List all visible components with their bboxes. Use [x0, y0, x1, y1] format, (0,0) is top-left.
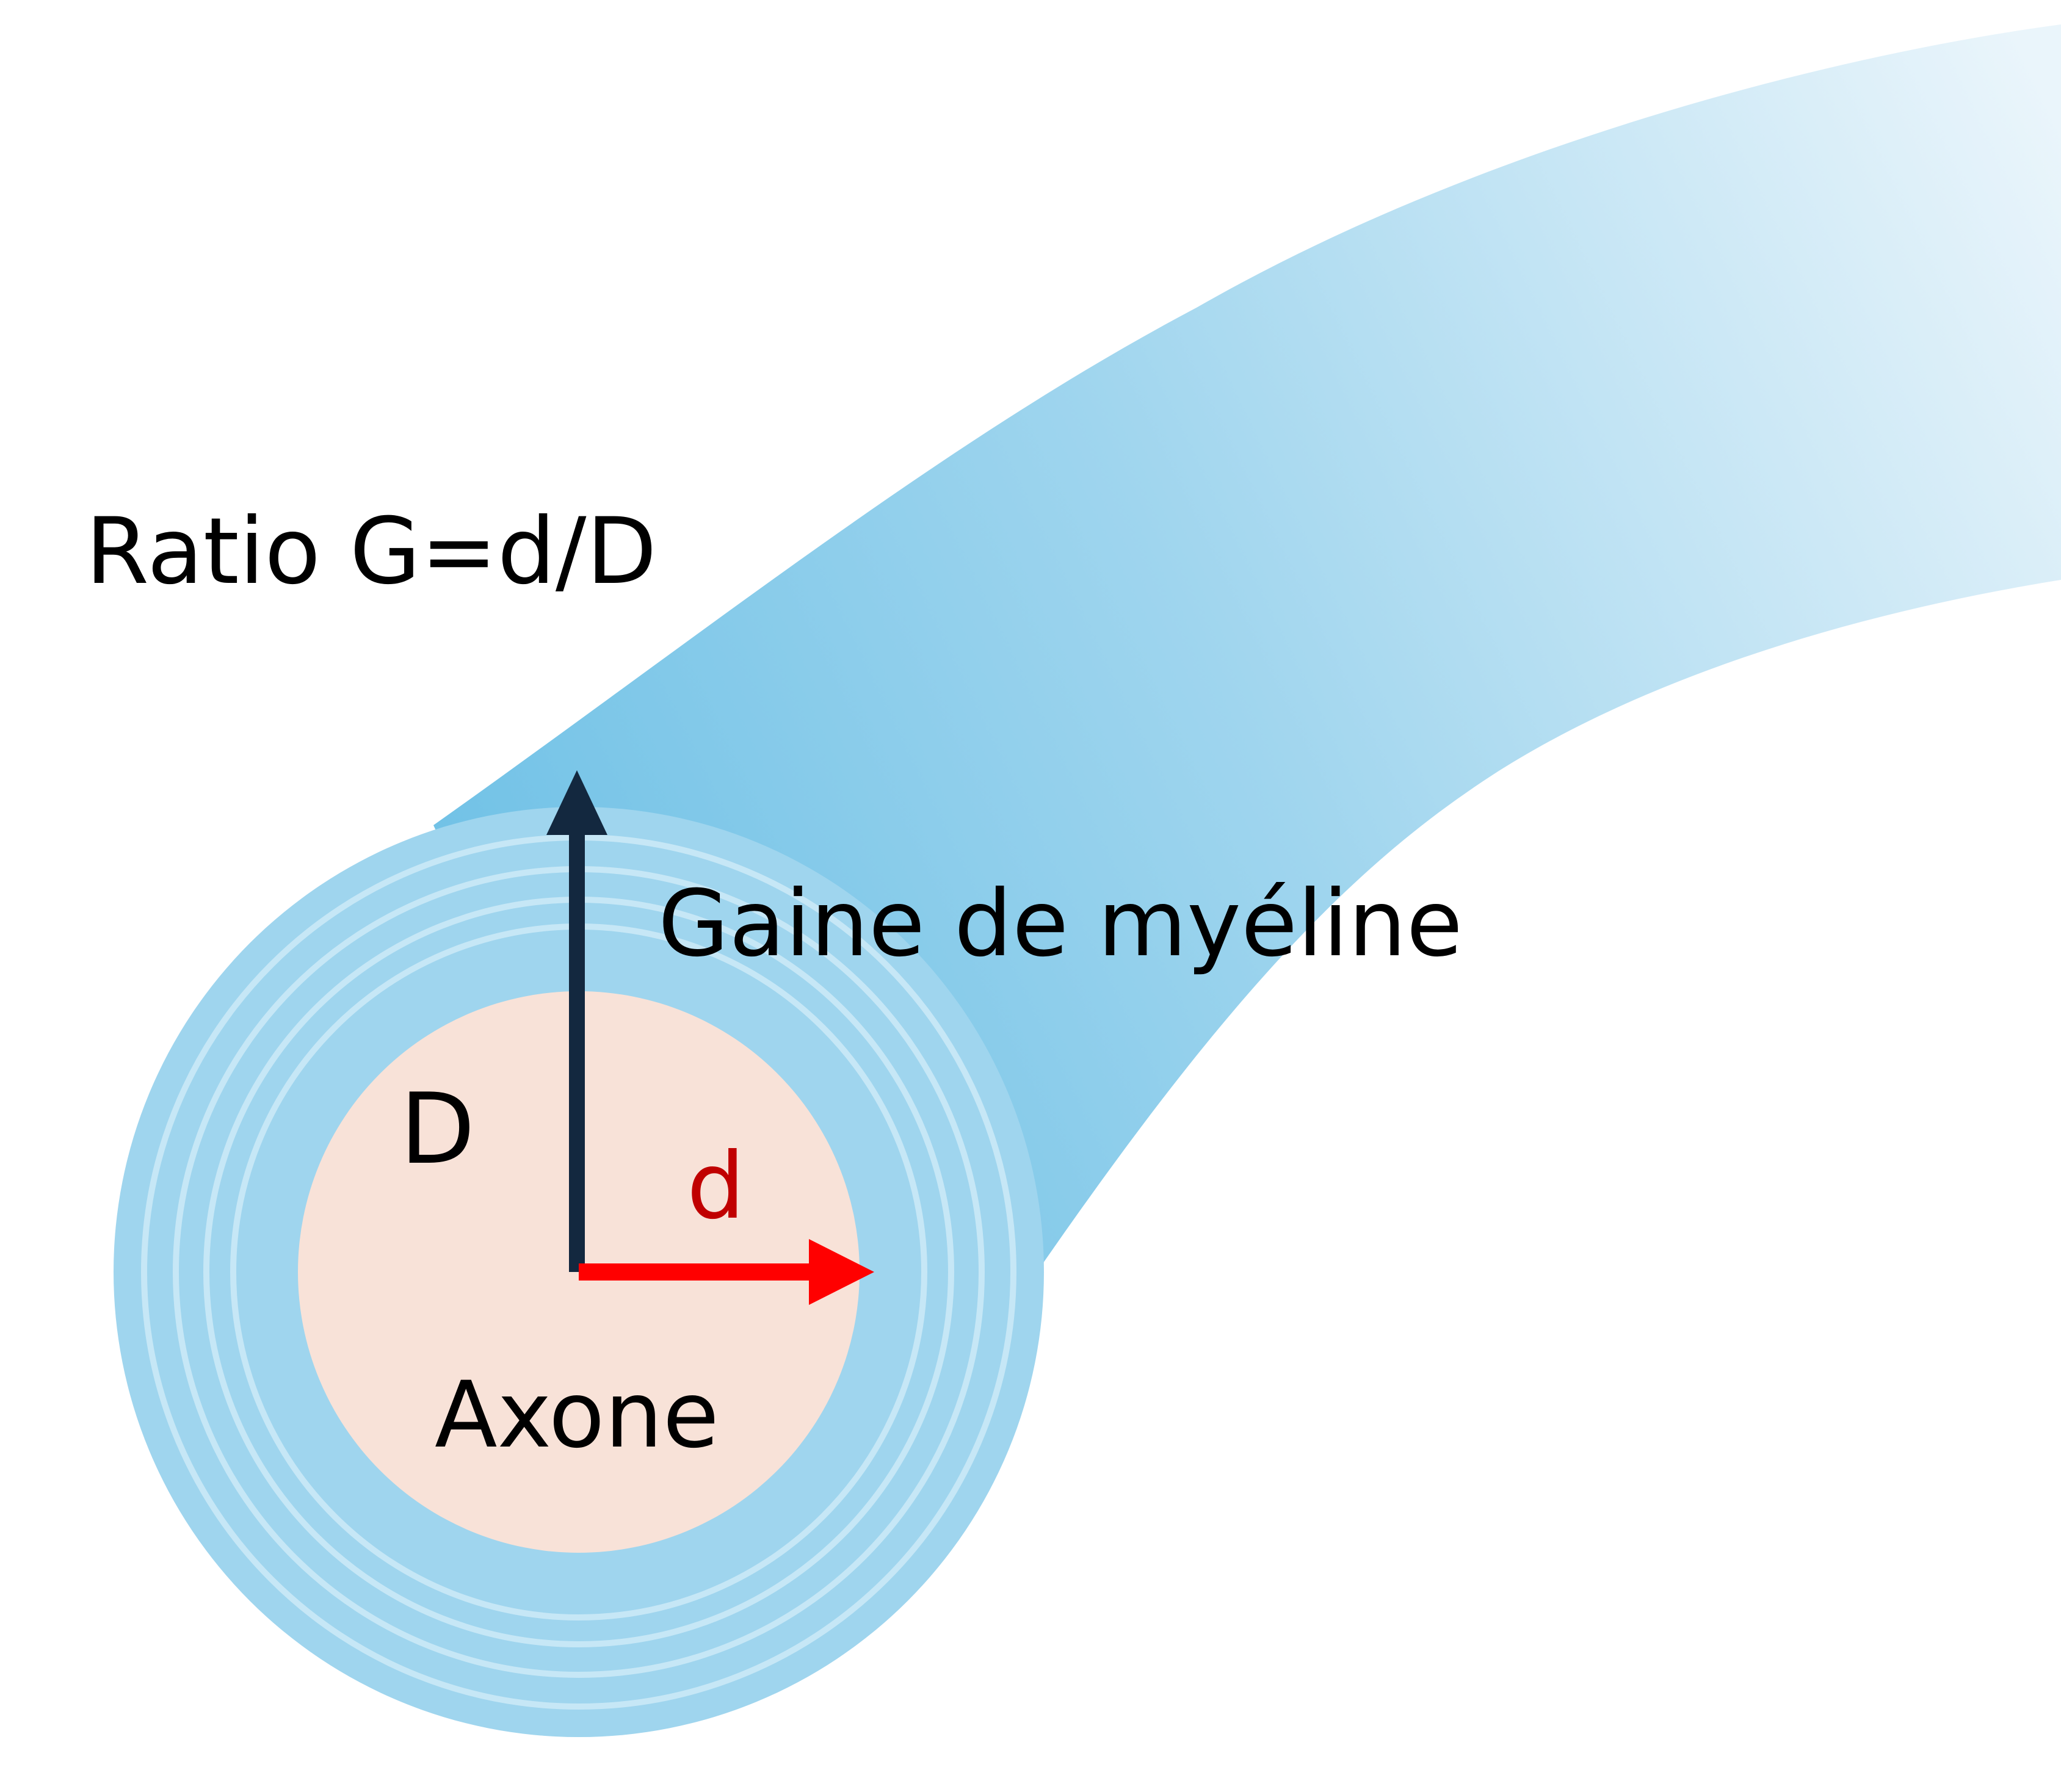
inner-diameter-arrow [579, 1239, 874, 1305]
myelin-sheath-label: Gaine de myéline [658, 871, 1463, 977]
outer-diameter-label: D [400, 1072, 475, 1186]
axon-label: Axone [435, 1362, 719, 1469]
ratio-label: Ratio G=d/D [85, 499, 657, 605]
outer-diameter-arrow [546, 770, 607, 1272]
inner-diameter-label: d [687, 1133, 745, 1240]
